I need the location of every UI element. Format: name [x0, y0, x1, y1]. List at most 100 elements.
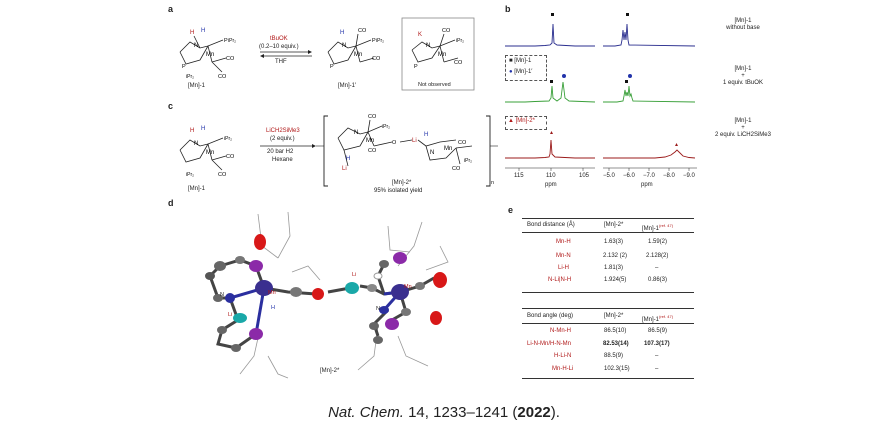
spectrum-right-blue [603, 13, 696, 47]
svg-text:Mn: Mn [354, 52, 362, 58]
svg-text:CO: CO [458, 140, 467, 146]
distance-row-2-label: Mn-N [556, 253, 571, 259]
svg-text:iPr₂: iPr₂ [464, 158, 472, 164]
svg-text:iPr₂: iPr₂ [376, 38, 384, 44]
distance-row-1-label: Mn-H [556, 239, 571, 245]
citation: Nat. Chem. 14, 1233–1241 (2022). [328, 404, 560, 421]
svg-text:N: N [426, 43, 430, 49]
mn-2-star-structure [337, 119, 473, 167]
distance-row-3-v1: 1.81(3) [604, 265, 624, 271]
svg-text:N: N [354, 130, 358, 136]
distance-row-4-v1: 1.924(5) [604, 277, 627, 283]
svg-text:Mn: Mn [438, 52, 446, 58]
svg-text:iPr₂: iPr₂ [224, 136, 232, 142]
svg-text:H: H [190, 128, 194, 134]
crystal-structure [205, 211, 449, 379]
svg-text:CO: CO [226, 56, 235, 62]
mn-1-structure [179, 35, 227, 73]
svg-text:H: H [201, 28, 205, 34]
svg-text:N: N [194, 43, 198, 49]
spectrum-left-green [505, 74, 596, 103]
svg-text:Mn: Mn [366, 138, 374, 144]
panel-label-b: b [505, 4, 511, 14]
panel-label-a: a [168, 4, 174, 14]
svg-text:P: P [414, 64, 418, 70]
angle-row-4-v1: 102.3(15) [604, 366, 630, 372]
legend-top-label-1: [Mn]-1 [514, 58, 532, 64]
spectrum-left-blue [505, 13, 595, 47]
table-distance-header-1: Bond distance (Å) [527, 222, 575, 228]
scheme-a-start-label: [Mn]-1 [188, 83, 206, 89]
legend-bottom-item-1: ▲ [Mn]-2* [508, 118, 535, 124]
svg-text:CO: CO [452, 166, 461, 172]
spectrum-label-2-line2: + [741, 73, 745, 79]
angle-row-1-v2: 86.5(9) [648, 328, 668, 334]
svg-text:H: H [346, 156, 350, 162]
angle-row-3-label: H-Li-N [554, 353, 572, 359]
svg-text:iPr₂: iPr₂ [186, 172, 194, 178]
table-angle-header-3-text: [Mn]-1 [642, 317, 660, 323]
svg-text:Mn: Mn [206, 52, 214, 58]
svg-text:CO: CO [368, 114, 377, 120]
scheme-c-reagent-amount: (2 equiv.) [270, 136, 295, 142]
svg-text:Mn: Mn [206, 150, 214, 156]
spectrum-right-red [603, 143, 696, 159]
distance-row-1-v1: 1.63(3) [604, 239, 624, 245]
scheme-c-structures: H H N Mn iPr₂ CO CO iPr₂ N Mn CO iPr₂ CO… [179, 114, 498, 187]
scheme-c-pressure: 20 bar H2 [267, 149, 294, 155]
spectrum-label-3: [Mn]-1 + 2 equiv. LiCH2SiMe3 [708, 118, 778, 139]
spectrum-left-red [505, 131, 595, 159]
atom-label-li-left: Li [228, 312, 233, 318]
spectrum-label-1-line1: [Mn]-1 [734, 18, 752, 24]
table-angle-header-3: [Mn]-1(ref. 47) [642, 313, 673, 324]
distance-row-3-label: Li-H [558, 265, 570, 271]
svg-text:iPr₂: iPr₂ [228, 38, 236, 44]
scheme-c-yield: 95% isolated yield [374, 188, 423, 194]
svg-text:P: P [330, 64, 334, 70]
svg-text:CO: CO [454, 60, 463, 66]
svg-text:CO: CO [368, 148, 377, 154]
distance-row-2-v2: 2.128(2) [646, 253, 669, 259]
distance-row-1-v2: 1.59(2) [648, 239, 668, 245]
axis-right-tick-1: −5.0 [603, 173, 615, 179]
svg-text:N: N [342, 43, 346, 49]
svg-text:CO: CO [358, 28, 367, 34]
atom-label-li-right: Li [352, 272, 357, 278]
scheme-c-start-label: [Mn]-1 [188, 186, 206, 192]
svg-text:H: H [201, 126, 205, 132]
angle-row-1-label: N-Mn-H [550, 328, 571, 334]
svg-text:H: H [190, 30, 194, 36]
svg-text:P: P [372, 38, 376, 44]
panel-label-e: e [508, 205, 514, 215]
atom-label-n-right: N [376, 306, 380, 312]
atoms [205, 234, 447, 352]
legend-top-label-2: [Mn]-1′ [514, 69, 533, 75]
mn-1-prime-structure [327, 33, 375, 65]
spectrum-label-3-line1: [Mn]-1 [734, 118, 752, 124]
scheme-a-not-observed: Not observed [418, 82, 451, 88]
svg-text:iPr₂: iPr₂ [456, 38, 464, 44]
citation-pages: 1233–1241 [433, 404, 509, 421]
panel-label-d: d [168, 198, 174, 208]
table-distance-ref: (ref. 47) [659, 223, 674, 228]
legend-box-top [505, 55, 547, 81]
angle-row-4-v2: – [655, 366, 659, 372]
scheme-a-solvent: THF [275, 59, 287, 65]
distance-row-4-label: N-Li|N-H [548, 277, 572, 283]
legend-box-bottom [505, 116, 547, 130]
scheme-a-reagent: tBuOK [270, 36, 288, 42]
spectrum-label-2-line1: [Mn]-1 [734, 66, 752, 72]
table-angle-header-2: [Mn]-2* [604, 313, 624, 319]
spectrum-label-2: [Mn]-1 + 1 equiv. tBuOK [708, 66, 778, 87]
spectrum-label-3-line3: 2 equiv. LiCH2SiMe3 [715, 132, 771, 138]
svg-text:iPr₂: iPr₂ [186, 74, 194, 80]
angle-row-3-v1: 88.5(9) [604, 353, 624, 359]
nmr-spectra [505, 13, 697, 171]
svg-text:H: H [424, 132, 428, 138]
spectrum-right-green [603, 74, 696, 103]
svg-text:O: O [392, 140, 397, 146]
table-distance-header-2: [Mn]-2* [604, 222, 624, 228]
svg-text:Li: Li [342, 166, 347, 172]
spectrum-label-3-line2: + [741, 125, 745, 131]
scheme-a-product-label: [Mn]-1′ [338, 83, 357, 89]
